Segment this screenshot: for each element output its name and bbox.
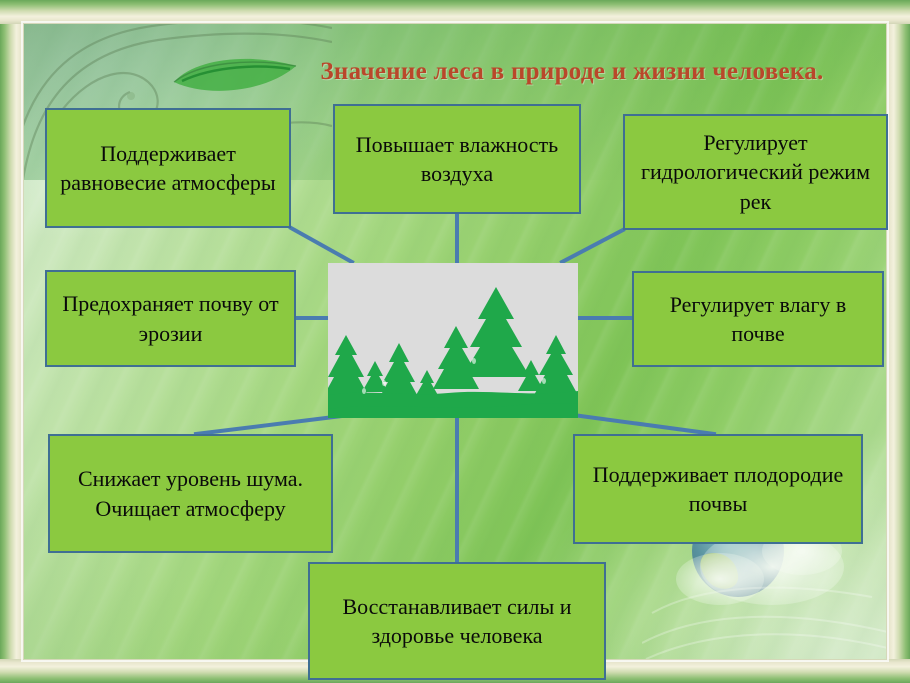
- box-air-humidity[interactable]: Повышает влажность воздуха: [333, 104, 581, 214]
- box-soil-erosion[interactable]: Предохраняет почву от эрозии: [45, 270, 296, 367]
- box-noise-air[interactable]: Снижает уровень шума. Очищает атмосферу: [48, 434, 333, 553]
- box-air-humidity-label: Повышает влажность воздуха: [355, 131, 559, 186]
- box-soil-moisture-label: Регулирует влагу в почве: [669, 291, 847, 346]
- forest-trees-image: [328, 263, 578, 418]
- page-title: Значение леса в природе и жизни человека…: [320, 58, 824, 85]
- box-hydrological-regime-label: Регулирует гидрологический режим рек: [640, 130, 870, 214]
- box-soil-erosion-label: Предохраняет почву от эрозии: [62, 291, 279, 346]
- leaf-icon: [173, 58, 297, 91]
- box-balance-atmosphere[interactable]: Поддерживает равновесие атмосферы: [45, 108, 291, 228]
- box-soil-moisture[interactable]: Регулирует влагу в почве: [632, 271, 884, 367]
- box-health-recovery-label: Восстанавливает силы и здоровье человека: [342, 593, 572, 648]
- box-soil-fertility[interactable]: Поддерживает плодородие почвы: [573, 434, 863, 544]
- box-balance-atmosphere-label: Поддерживает равновесие атмосферы: [60, 140, 276, 195]
- box-noise-air-label: Снижает уровень шума. Очищает атмосферу: [77, 466, 304, 521]
- box-soil-fertility-label: Поддерживает плодородие почвы: [592, 461, 844, 516]
- box-health-recovery[interactable]: Восстанавливает силы и здоровье человека: [308, 562, 606, 680]
- box-hydrological-regime[interactable]: Регулирует гидрологический режим рек: [623, 114, 888, 230]
